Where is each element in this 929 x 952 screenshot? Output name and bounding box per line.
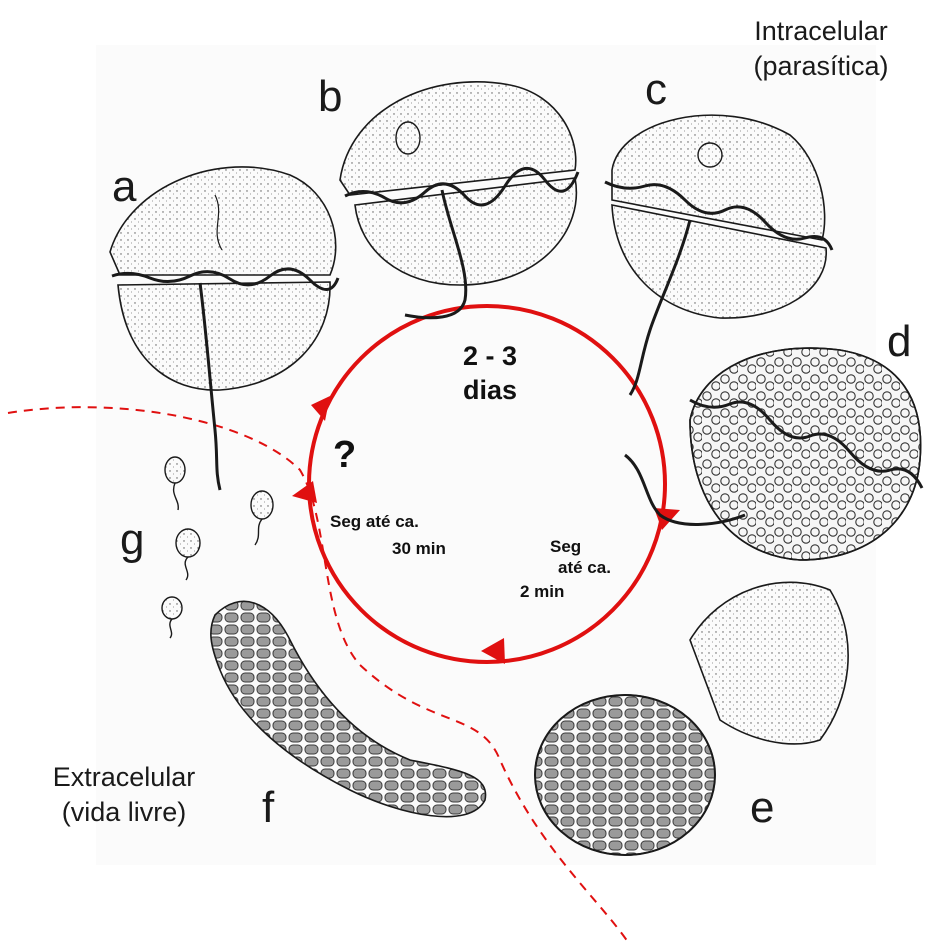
region-intracellular-line-2: (parasítica)	[726, 49, 916, 84]
stage-label-e: e	[750, 786, 774, 830]
question-mark: ?	[333, 434, 356, 477]
region-label-intracellular: Intracelular (parasítica)	[726, 14, 916, 83]
dinoflagellate-b	[340, 82, 578, 318]
left-time-line-2: 30 min	[330, 538, 446, 559]
cycle-arrow-left-lower	[292, 481, 317, 503]
region-intracellular-line-1: Intracelular	[726, 14, 916, 49]
dinoflagellate-a	[110, 167, 338, 490]
cycle-duration: 2 - 3 dias	[440, 340, 540, 408]
dinoflagellate-d	[625, 348, 922, 560]
right-time-line-1: Seg	[520, 536, 611, 557]
right-time-line-3: 2 min	[520, 581, 611, 602]
boundary-dashed-line	[8, 407, 630, 945]
stage-label-g: g	[120, 518, 144, 562]
left-time-note: Seg até ca. 30 min	[330, 511, 446, 560]
stage-label-f: f	[262, 786, 274, 830]
right-time-note: Seg até ca. 2 min	[520, 536, 611, 602]
cycle-duration-line-1: 2 - 3	[440, 340, 540, 374]
region-label-extracellular: Extracelular (vida livre)	[24, 760, 224, 829]
region-extracellular-line-2: (vida livre)	[24, 795, 224, 830]
stage-label-c: c	[645, 68, 667, 112]
dinoflagellate-e	[535, 582, 848, 855]
stage-label-d: d	[887, 320, 911, 364]
left-time-line-1: Seg até ca.	[330, 511, 446, 532]
right-time-line-2: até ca.	[520, 557, 611, 578]
stage-label-b: b	[318, 75, 342, 119]
stage-label-a: a	[112, 165, 136, 209]
region-extracellular-line-1: Extracelular	[24, 760, 224, 795]
colony-f	[211, 601, 486, 816]
cycle-duration-line-2: dias	[440, 374, 540, 408]
